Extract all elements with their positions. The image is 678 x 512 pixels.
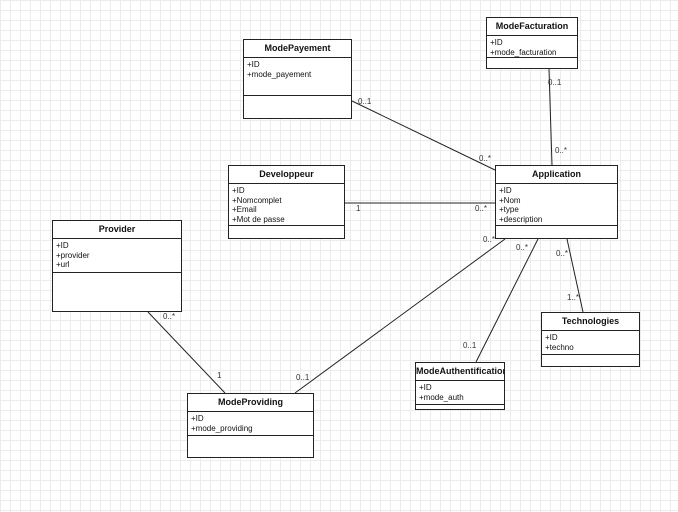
multiplicity-modeproviding: 0..1 — [296, 373, 310, 382]
class-attribute: +url — [56, 260, 70, 269]
multiplicity-application: 0..* — [555, 146, 568, 155]
class-box-modefacturation[interactable]: ModeFacturation+ID+mode_facturation — [486, 17, 578, 69]
class-name: ModePayement — [244, 40, 351, 58]
multiplicity-application: 0..* — [475, 204, 488, 213]
class-attribute: +type — [499, 205, 519, 214]
class-attribute: +Nomcomplet — [232, 195, 282, 205]
class-name: Developpeur — [229, 166, 344, 184]
multiplicity-application: 0..* — [556, 249, 569, 258]
class-attribute: +ID — [499, 186, 512, 195]
class-attribute: +Email — [232, 205, 257, 214]
class-attributes: +ID+provider+url — [53, 239, 181, 273]
multiplicity-application: 0..* — [483, 235, 496, 244]
class-box-application[interactable]: Application+ID+Nom+type+description — [495, 165, 618, 239]
class-attribute: +ID — [247, 60, 260, 69]
association-application-technologies[interactable] — [566, 238, 584, 313]
class-attribute: +Nom — [499, 195, 521, 205]
class-attributes: +ID+Nomcomplet+Email+Mot de passe — [229, 184, 344, 226]
class-attribute: +mode_facturation — [490, 47, 557, 57]
class-attribute: +ID — [191, 414, 204, 423]
multiplicity-technologies: 1..* — [567, 293, 580, 302]
association-modepayement-application[interactable] — [351, 100, 496, 171]
class-name: Technologies — [542, 313, 639, 331]
class-attribute: +mode_providing — [191, 423, 253, 433]
class-name: Application — [496, 166, 617, 184]
association-modefacturation-application[interactable] — [548, 68, 553, 166]
multiplicity-developpeur: 1 — [356, 204, 361, 213]
association-application-modeproviding[interactable] — [294, 238, 506, 394]
class-box-developpeur[interactable]: Developpeur+ID+Nomcomplet+Email+Mot de p… — [228, 165, 345, 239]
association-provider-modeproviding[interactable] — [147, 311, 226, 394]
multiplicity-application: 0..* — [479, 154, 492, 163]
multiplicity-modeproviding: 1 — [217, 371, 222, 380]
class-attribute: +description — [499, 214, 543, 224]
class-attributes: +ID+mode_payement — [244, 58, 351, 96]
class-attributes: +ID+techno — [542, 331, 639, 355]
multiplicity-modeauthentification: 0..1 — [463, 341, 477, 350]
class-attribute: +ID — [232, 186, 245, 195]
multiplicity-modepayement: 0..1 — [358, 97, 372, 106]
multiplicity-provider: 0..* — [163, 312, 176, 321]
class-attribute: +ID — [490, 38, 503, 47]
class-name: ModeFacturation — [487, 18, 577, 36]
multiplicity-modefacturation: 0..1 — [548, 78, 562, 87]
class-attribute: +mode_auth — [419, 392, 464, 402]
class-attribute: +mode_payement — [247, 69, 312, 79]
class-attributes: +ID+mode_facturation — [487, 36, 577, 58]
class-attributes: +ID+Nom+type+description — [496, 184, 617, 226]
class-attribute: +techno — [545, 342, 574, 352]
multiplicity-application: 0..* — [516, 243, 529, 252]
class-name: ModeProviding — [188, 394, 313, 412]
association-application-modeauthentification[interactable] — [475, 238, 539, 363]
class-attribute: +Mot de passe — [232, 214, 285, 224]
class-attribute: +ID — [56, 241, 69, 250]
class-box-modepayement[interactable]: ModePayement+ID+mode_payement — [243, 39, 352, 119]
class-attribute: +provider — [56, 250, 90, 260]
class-attributes: +ID+mode_auth — [416, 381, 504, 405]
class-name: ModeAuthentification — [416, 363, 504, 381]
class-name: Provider — [53, 221, 181, 239]
class-box-modeauthentification[interactable]: ModeAuthentification+ID+mode_auth — [415, 362, 505, 410]
class-box-modeproviding[interactable]: ModeProviding+ID+mode_providing — [187, 393, 314, 458]
class-attribute: +ID — [419, 383, 432, 392]
class-attributes: +ID+mode_providing — [188, 412, 313, 436]
class-attribute: +ID — [545, 333, 558, 342]
class-box-technologies[interactable]: Technologies+ID+techno — [541, 312, 640, 367]
class-box-provider[interactable]: Provider+ID+provider+url — [52, 220, 182, 312]
